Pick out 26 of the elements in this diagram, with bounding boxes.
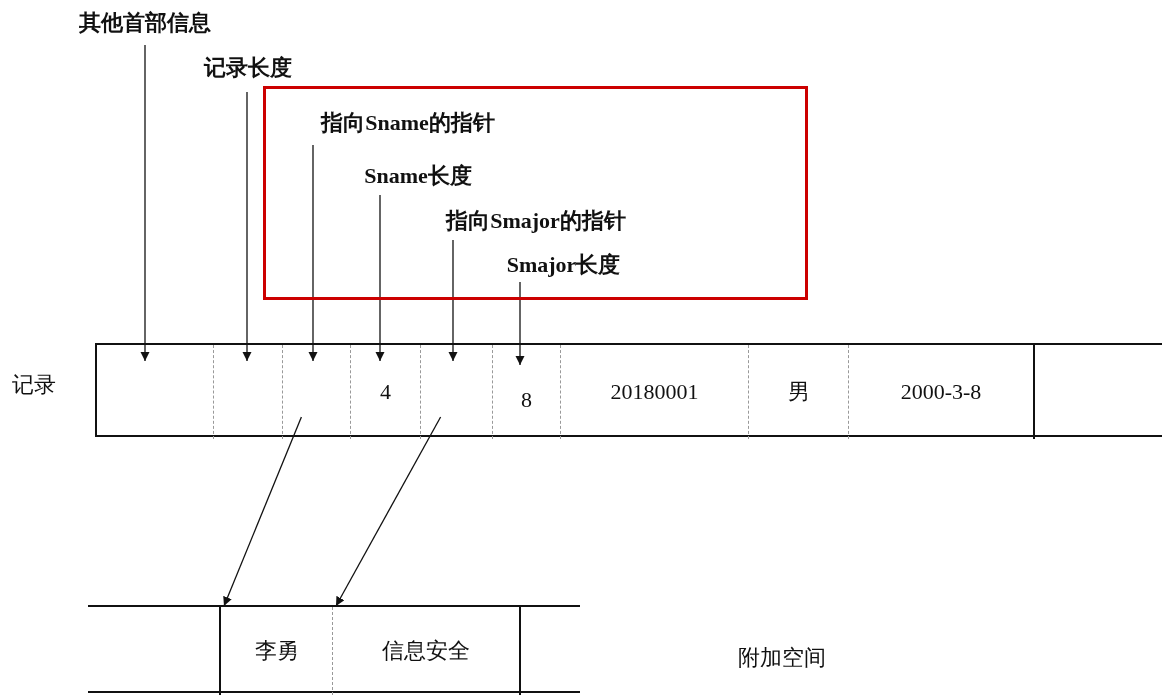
arrow xyxy=(448,239,458,362)
arrow xyxy=(335,416,442,607)
arrow xyxy=(242,91,252,362)
pointer-label: 指向Smajor的指针 xyxy=(444,207,627,235)
field-value: 李勇 xyxy=(253,637,300,665)
pointer-label: 记录长度 xyxy=(202,54,293,82)
record-bar xyxy=(95,343,1162,437)
pointer-label: 指向Sname的指针 xyxy=(319,109,496,137)
field-value: 男 xyxy=(786,378,811,406)
highlight-frame xyxy=(263,86,808,300)
arrow xyxy=(223,416,303,607)
arrow xyxy=(308,144,318,362)
extra-space-bar xyxy=(88,605,580,693)
arrow xyxy=(515,281,525,366)
area-label: 附加空间 xyxy=(738,644,826,672)
field-value: 信息安全 xyxy=(381,637,471,665)
arrow xyxy=(140,44,150,362)
row-label: 记录 xyxy=(12,371,56,399)
field-value: 20180001 xyxy=(609,379,700,405)
field-value: 4 xyxy=(379,379,392,405)
pointer-label: Smajor长度 xyxy=(505,251,622,279)
pointer-label: Sname长度 xyxy=(363,162,473,190)
field-value: 8 xyxy=(520,387,533,413)
field-value: 2000-3-8 xyxy=(899,379,983,405)
arrow xyxy=(375,194,385,362)
pointer-label: 其他首部信息 xyxy=(78,9,212,37)
